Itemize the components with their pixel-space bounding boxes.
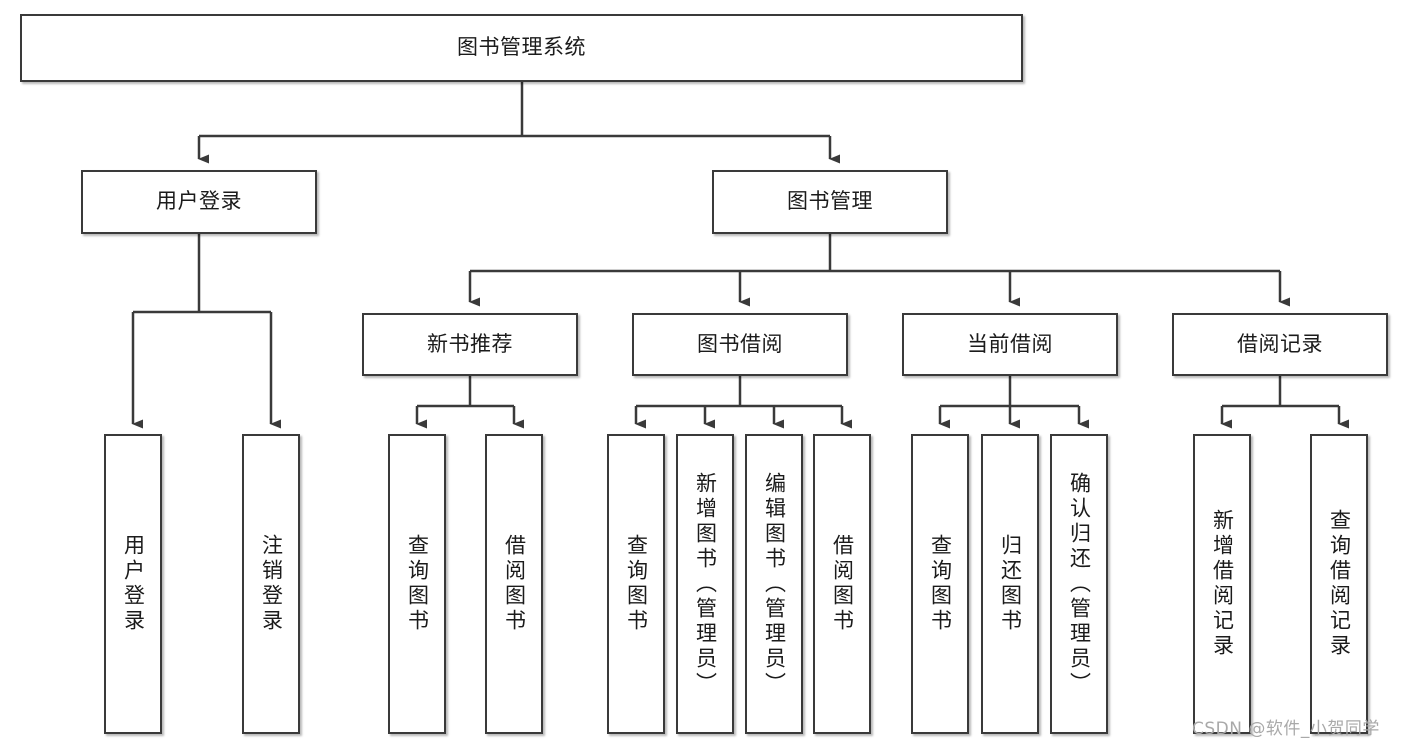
node-leaf-user-login-label: 用户登录 [121,534,146,634]
node-leaf-user-login[interactable]: 用户登录 [104,434,162,734]
edge-book-borrow-to-leaves [634,376,852,429]
node-borrow-record-label: 借阅记录 [1237,331,1323,356]
node-leaf-borrow-book-2-label: 借阅图书 [830,534,855,634]
node-leaf-query-record[interactable]: 查询借阅记录 [1310,434,1368,734]
node-leaf-query-book-1[interactable]: 查询图书 [388,434,446,734]
node-current-borrow[interactable]: 当前借阅 [902,313,1118,376]
node-borrow-record[interactable]: 借阅记录 [1172,313,1388,376]
node-leaf-add-book[interactable]: 新增图书（管理员） [676,434,734,734]
node-user-login[interactable]: 用户登录 [81,170,317,234]
node-new-book-rec-label: 新书推荐 [427,331,513,356]
node-leaf-borrow-book-1-label: 借阅图书 [502,534,527,634]
node-leaf-query-record-label: 查询借阅记录 [1327,509,1352,659]
node-leaf-user-logout-label: 注销登录 [259,534,284,634]
edge-user-login-to-leaves [131,234,281,429]
edge-new-book-rec-to-leaves [415,376,524,429]
node-book-manage[interactable]: 图书管理 [712,170,948,234]
node-book-borrow[interactable]: 图书借阅 [632,313,848,376]
edge-root-to-level2 [197,82,840,164]
node-new-book-rec[interactable]: 新书推荐 [362,313,578,376]
node-leaf-borrow-book-1[interactable]: 借阅图书 [485,434,543,734]
node-leaf-query-book-1-label: 查询图书 [405,534,430,634]
edge-book-manage-to-level3 [468,234,1290,307]
edge-borrow-record-to-leaves [1220,376,1349,429]
node-user-login-label: 用户登录 [156,189,242,214]
node-leaf-add-record-label: 新增借阅记录 [1210,509,1235,659]
node-leaf-confirm-return[interactable]: 确认归还（管理员） [1050,434,1108,734]
node-leaf-return-book[interactable]: 归还图书 [981,434,1039,734]
node-leaf-query-book-3[interactable]: 查询图书 [911,434,969,734]
node-root-label: 图书管理系统 [457,35,586,60]
node-leaf-query-book-2[interactable]: 查询图书 [607,434,665,734]
node-leaf-borrow-book-2[interactable]: 借阅图书 [813,434,871,734]
node-leaf-user-logout[interactable]: 注销登录 [242,434,300,734]
node-leaf-query-book-3-label: 查询图书 [928,534,953,634]
node-book-manage-label: 图书管理 [787,189,873,214]
node-current-borrow-label: 当前借阅 [967,331,1053,356]
edge-current-borrow-to-leaves [938,376,1089,429]
node-root[interactable]: 图书管理系统 [20,14,1023,82]
node-book-borrow-label: 图书借阅 [697,331,783,356]
node-leaf-edit-book-label: 编辑图书（管理员） [762,471,787,697]
node-leaf-add-record[interactable]: 新增借阅记录 [1193,434,1251,734]
node-leaf-add-book-label: 新增图书（管理员） [693,471,718,697]
node-leaf-edit-book[interactable]: 编辑图书（管理员） [745,434,803,734]
node-leaf-confirm-return-label: 确认归还（管理员） [1067,471,1092,697]
node-leaf-return-book-label: 归还图书 [998,534,1023,634]
node-leaf-query-book-2-label: 查询图书 [624,534,649,634]
